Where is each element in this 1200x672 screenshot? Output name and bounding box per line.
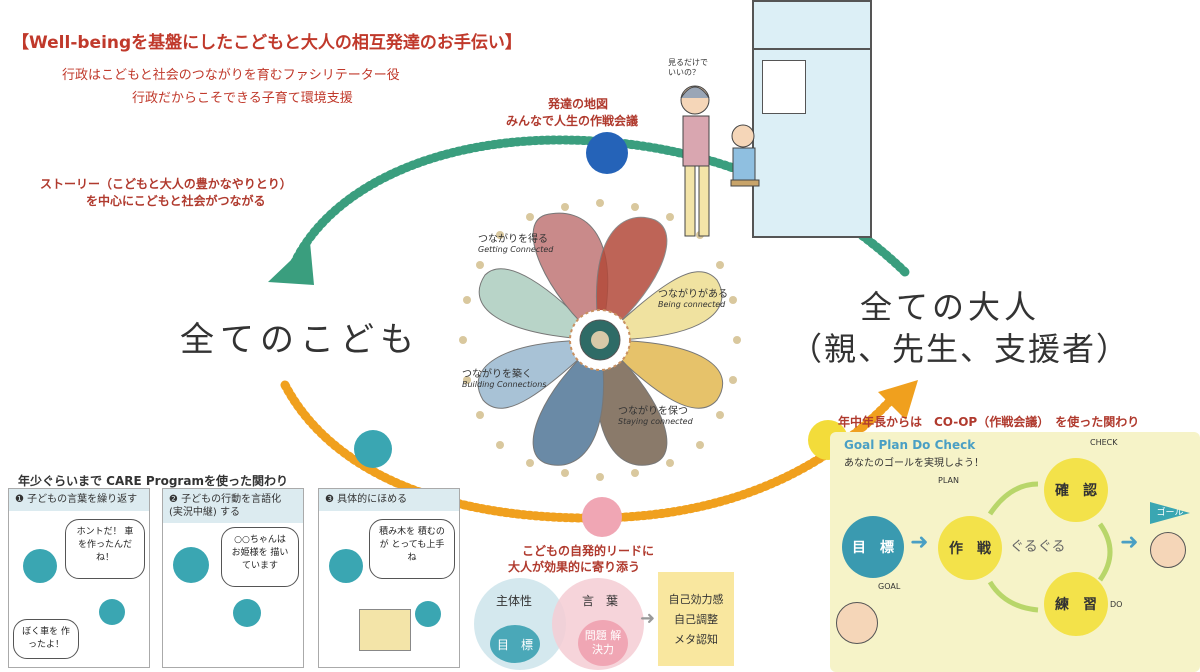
outer-dots xyxy=(459,199,741,481)
outcome-3: メタ認知 xyxy=(674,633,718,646)
speech-line-1: 見るだけで xyxy=(668,58,708,67)
care-panel-2-head: ❷ 子どもの行動を言語化 (実況中継) する xyxy=(163,489,303,523)
windmill-left-jp: つながりを築く xyxy=(462,369,532,380)
lead-line-1: こどもの自発的リードに xyxy=(522,544,655,558)
care-panel-1-bubble-1: ホントだ！ 車を作ったんだね！ xyxy=(65,519,145,579)
windmill-right-label: つながりがある Being connected xyxy=(658,285,748,309)
windmill-bottom-jp: つながりを保つ xyxy=(618,406,688,417)
care-panel-3: ❸ 具体的にほめる 積み木を 積むのが とっても上手ね xyxy=(318,488,460,668)
care-panel-3-bubble-1: 積み木を 積むのが とっても上手ね xyxy=(369,519,455,579)
subtitle-line-1: 行政はこどもと社会のつながりを育むファシリテーター役 xyxy=(62,68,400,83)
windmill-bottom-label: つながりを保つ Staying connected xyxy=(618,402,713,426)
adults-label-line-2: （親、先生、支援者） xyxy=(790,330,1131,368)
parent-figure xyxy=(173,547,209,583)
windmill-left-label: つながりを築く Building Connections xyxy=(462,365,557,389)
orange-arrowhead xyxy=(878,380,918,420)
child-figure xyxy=(99,599,125,625)
lead-line-2: 大人が効果的に寄り添う xyxy=(508,560,641,574)
venn-left-bottom: 目 標 xyxy=(490,625,540,663)
fridge-illustration xyxy=(752,0,872,238)
drawing-child-figure xyxy=(233,599,261,627)
story-line-1: ストーリー（こどもと大人の豊かなやりとり） xyxy=(40,177,292,191)
goal-tag: GOAL xyxy=(878,582,901,591)
care-panel-1-head: ❶ 子どもの言葉を繰り返す xyxy=(9,489,149,511)
page-title: 【Well-beingを基盤にしたこどもと大人の相互発達のお手伝い】 xyxy=(12,33,522,53)
care-panel-3-head: ❸ 具体的にほめる xyxy=(319,489,459,511)
care-panel-1: ❶ 子どもの言葉を繰り返す ホントだ！ 車を作ったんだね！ ぼく車を 作ったよ！ xyxy=(8,488,150,668)
windmill-right-jp: つながりがある xyxy=(658,289,728,300)
playing-child-figure xyxy=(415,601,441,627)
loop-label: ぐるぐる xyxy=(1010,539,1066,555)
goal-circle: 目 標 xyxy=(842,516,904,578)
mother-figure xyxy=(23,549,57,583)
map-poster xyxy=(762,60,806,114)
outcome-1: 自己効力感 xyxy=(668,593,724,606)
pink-dot xyxy=(582,497,622,537)
plan-circle: 作 戦 xyxy=(938,516,1002,580)
coop-panel: Goal Plan Do Check あなたのゴールを実現しよう！ 目 標 ➜ … xyxy=(830,432,1200,672)
windmill-bottom-en: Staying connected xyxy=(618,417,693,426)
care-panel-2: ❷ 子どもの行動を言語化 (実況中継) する ○○ちゃんは お姫様を 描いていま… xyxy=(162,488,304,668)
windmill-left-en: Building Connections xyxy=(462,380,547,389)
children-label: 全てのこども xyxy=(180,320,420,360)
teal-dot xyxy=(354,430,392,468)
arrow-right-icon: ➜ xyxy=(640,608,656,629)
windmill-top-label: つながりを得る Getting Connected xyxy=(478,230,568,254)
green-arrowhead xyxy=(268,242,314,285)
care-panel-2-bubble-1: ○○ちゃんは お姫様を 描いています xyxy=(221,527,299,587)
plan-tag: PLAN xyxy=(938,476,959,485)
windmill-right-en: Being connected xyxy=(658,300,726,309)
fridge-divider xyxy=(754,48,870,50)
coop-subtitle: あなたのゴールを実現しよう！ xyxy=(844,458,984,469)
check-tag: CHECK xyxy=(1090,438,1118,447)
map-line-1: 発達の地図 xyxy=(548,97,609,111)
blocks xyxy=(359,609,411,651)
map-line-2: みんなで人生の作戦会議 xyxy=(506,114,639,128)
subtitle-line-2: 行政だからこそできる子育て環境支援 xyxy=(132,91,353,106)
care-panel-1-bubble-2: ぼく車を 作ったよ！ xyxy=(13,619,79,659)
coop-cycle-arrows xyxy=(987,481,1113,613)
care-heading: 年少ぐらいまで CARE Programを使った関わり xyxy=(18,474,288,488)
venn-right-bottom: 問題 解決力 xyxy=(578,620,628,666)
adults-label-line-1: 全ての大人 xyxy=(860,288,1041,326)
parent-child-illustration xyxy=(680,85,760,237)
speech-text: 見るだけで いいの？ xyxy=(668,58,708,78)
teacher-figure xyxy=(329,549,363,583)
speech-line-2: いいの？ xyxy=(668,68,700,77)
venn-right-top: 言 葉 xyxy=(582,594,619,608)
arrow-to-goal-icon: ➜ xyxy=(1120,530,1139,555)
connection-windmill xyxy=(459,199,741,481)
windmill-top-jp: つながりを得る xyxy=(478,234,548,245)
coop-title: Goal Plan Do Check xyxy=(844,438,976,452)
do-tag: DO xyxy=(1110,600,1123,609)
arrow-to-plan-icon: ➜ xyxy=(910,530,929,555)
do-circle: 練 習 xyxy=(1044,572,1108,636)
venn-left-top: 主体性 xyxy=(496,594,533,608)
outcome-2: 自己調整 xyxy=(674,613,718,626)
story-line-2: を中心にこどもと社会がつながる xyxy=(86,194,266,208)
outcomes-box: 自己効力感 自己調整 メタ認知 xyxy=(658,572,734,666)
boy-figure xyxy=(836,602,878,644)
check-circle: 確 認 xyxy=(1044,458,1108,522)
windmill-top-en: Getting Connected xyxy=(478,245,554,254)
coop-heading: 年中年長からは CO-OP（作戦会議） を使った関わり xyxy=(838,415,1140,429)
cheering-boy-figure xyxy=(1150,532,1186,568)
blue-dot xyxy=(586,132,628,174)
